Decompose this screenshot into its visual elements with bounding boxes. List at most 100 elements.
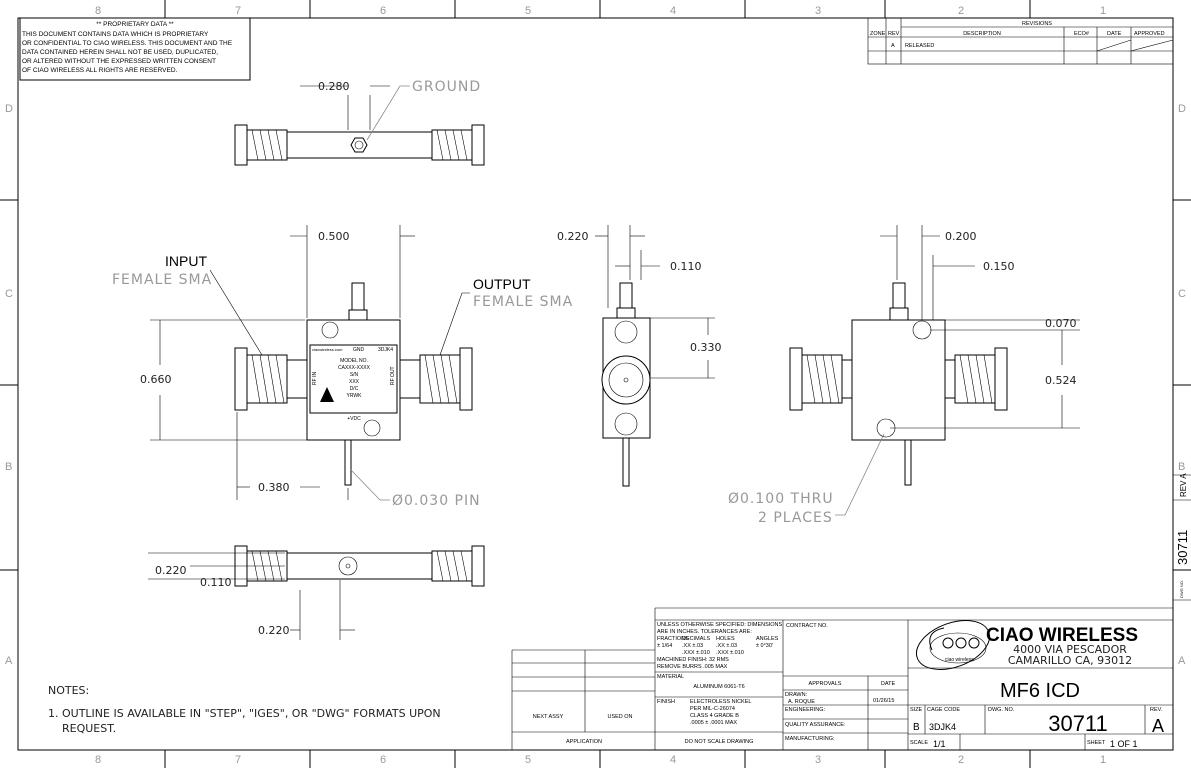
esd-warning-icon (320, 387, 334, 402)
tol-decimal-value-2: .XXX ±.010 (682, 650, 710, 656)
tol-holes-value: .XX ±.03 (716, 643, 737, 649)
margin-reference: REV A 30711 DWG NO. (1173, 473, 1191, 601)
zone-5: 5 (525, 5, 531, 17)
input-sublabel: FEMALE SMA (112, 272, 212, 288)
dim-right-0070: 0.070 (1045, 317, 1077, 330)
remove-burrs: REMOVE BURRS .005 MAX (657, 664, 728, 670)
callout-holes: Ø0.100 THRU (728, 491, 834, 507)
label-brand: ciaowireless.com (312, 347, 343, 352)
zone-5-bottom: 5 (525, 754, 531, 766)
dim-side-0220: 0.220 (557, 230, 589, 243)
callout-ground: GROUND (412, 79, 481, 95)
drawing-title: MF6 ICD (1000, 680, 1080, 702)
logo-text: ciao wireless (945, 657, 974, 663)
dim-right-0524: 0.524 (1045, 374, 1077, 387)
note-1: 1. OUTLINE IS AVAILABLE IN "STEP", "IGES… (48, 707, 441, 720)
label-vdc: +VDC (347, 416, 361, 422)
dwg-no-label: DWG. NO. (988, 707, 1015, 713)
contract-label: CONTRACT NO. (786, 623, 828, 629)
notes-title: NOTES: (48, 684, 89, 697)
notes: NOTES: 1. OUTLINE IS AVAILABLE IN "STEP"… (48, 684, 441, 735)
proprietary-line: THIS DOCUMENT CONTAINS DATA WHICH IS PRO… (22, 31, 209, 38)
zone-a-right: A (1178, 655, 1186, 667)
callout-pin: Ø0.030 PIN (392, 493, 481, 509)
dim-front-0500: 0.500 (318, 230, 350, 243)
dim-side-0330: 0.330 (690, 341, 722, 354)
zone-2-bottom: 2 (958, 754, 964, 766)
date-header: DATE (881, 681, 896, 687)
qa-label: QUALITY ASSURANCE: (785, 722, 846, 728)
drawn-label: DRAWN: (785, 692, 808, 698)
label-dc-title: D/C (350, 386, 359, 392)
zone-labels: 8 7 6 5 4 3 2 1 8 7 6 5 4 3 2 1 D C B A … (5, 5, 1186, 766)
ciao-logo: ciao wireless (916, 620, 990, 670)
scale-label: SCALE (910, 740, 928, 746)
approvals-header: APPROVALS (809, 681, 842, 687)
drawn-by: A. ROQUE (788, 699, 815, 705)
tol-angles: ANGLES (756, 636, 779, 642)
label-sn: XXX (349, 379, 360, 385)
output-label: OUTPUT (473, 276, 531, 292)
rev-header-description: DESCRIPTION (963, 31, 1001, 37)
label-rf-out: RF OUT (390, 366, 396, 385)
cage-code-label: CAGE CODE (927, 707, 960, 713)
finish-line: CLASS 4 GRADE B (690, 713, 739, 719)
proprietary-line: DATA CONTAINED HEREIN SHALL NOT BE USED,… (22, 49, 218, 56)
dim-top-0280: 0.280 (318, 80, 350, 93)
finish-line: ELECTROLESS NICKEL (690, 699, 751, 705)
company-name: CIAO WIRELESS (986, 625, 1138, 646)
label-model: CAXXX-XXXX (338, 365, 371, 371)
machined-finish: MACHINED FINISH: 32 RMS (657, 657, 729, 663)
sheet-label: SHEET (1087, 740, 1106, 746)
rev-header-rev: REV (888, 31, 900, 37)
tolerance-line: UNLESS OTHERWISE SPECIFIED: DIMENSIONS (657, 622, 783, 628)
zone-6-bottom: 6 (380, 754, 386, 766)
revisions-table: REVISIONS ZONE REV DESCRIPTION ECO# DATE… (867, 17, 1174, 65)
top-view: 0.280 GROUND (234, 79, 485, 166)
dim-front-0660: 0.660 (140, 373, 172, 386)
address-line-1: 4000 VIA PESCADOR (1013, 643, 1127, 656)
engineering-label: ENGINEERING: (785, 707, 826, 713)
proprietary-line: OR ALTERED WITHOUT THE EXPRESSED WRITTEN… (22, 58, 216, 65)
tolerance-line: ARE IN INCHES. TOLERANCES ARE: (657, 629, 752, 635)
zone-1: 1 (1100, 5, 1106, 17)
dim-bottom-0220: 0.220 (155, 564, 187, 577)
pin (344, 439, 352, 486)
rev-value: A (1152, 716, 1164, 736)
rev-header-approved: APPROVED (1134, 31, 1165, 37)
margin-dwg-label: DWG NO. (1179, 580, 1184, 598)
zone-b: B (5, 461, 12, 473)
dim-right-0200: 0.200 (945, 230, 977, 243)
ground-hex-icon (350, 137, 368, 153)
rev-row-rev: A (891, 43, 895, 49)
dim-right-0150: 0.150 (983, 260, 1015, 273)
finish-label: FINISH (657, 699, 675, 705)
zone-a: A (5, 655, 13, 667)
proprietary-title: ** PROPRIETARY DATA ** (96, 21, 174, 28)
zone-d-right: D (1178, 103, 1186, 115)
title-block: NEXT ASSY USED ON APPLICATION UNLESS OTH… (511, 607, 1173, 750)
tol-fraction-value: ± 1/64 (657, 643, 672, 649)
input-label: INPUT (165, 253, 207, 269)
zone-3-bottom: 3 (815, 754, 821, 766)
do-not-scale: DO NOT SCALE DRAWING (685, 739, 754, 745)
cage-code-value: 3DJK4 (929, 722, 956, 732)
label-gnd: GND (353, 347, 365, 353)
dim-bottom-0220-b: 0.220 (258, 624, 290, 637)
zone-2: 2 (958, 5, 964, 17)
next-assy-label: NEXT ASSY (533, 714, 564, 720)
zone-1-bottom: 1 (1100, 754, 1106, 766)
zone-4: 4 (670, 5, 676, 17)
zone-d: D (5, 103, 13, 115)
zone-8-bottom: 8 (95, 754, 101, 766)
rear-view: 0.200 0.150 0.070 0.524 Ø0.100 THRU 2 PL… (728, 225, 1080, 526)
finish-line: .0005 ± .0001 MAX (690, 720, 737, 726)
dwg-no-value: 30711 (1048, 711, 1108, 736)
label-cage: 3DJK4 (378, 347, 393, 353)
label-dc: YRWK (347, 393, 363, 399)
note-1-cont: REQUEST. (48, 722, 116, 735)
zone-b-right: B (1178, 461, 1185, 473)
